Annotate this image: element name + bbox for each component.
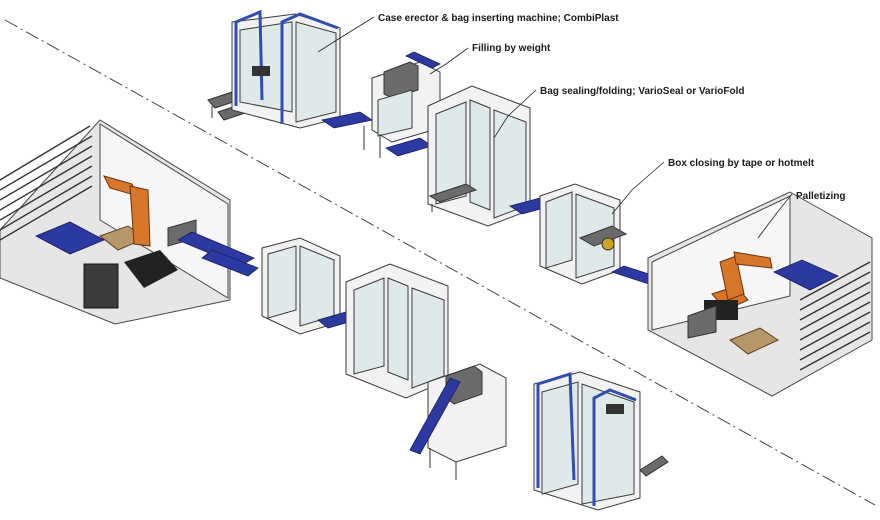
case-erector-machine	[231, 9, 341, 129]
callout-leaders	[317, 16, 793, 239]
weigh-filler	[363, 51, 441, 158]
palletizing-cell-right	[647, 191, 873, 397]
label-palletizing: Palletizing	[796, 191, 845, 202]
label-box-closing: Box closing by tape or hotmelt	[668, 158, 815, 169]
label-filling: Filling by weight	[472, 43, 551, 54]
label-bag-sealing: Bag sealing/folding; VarioSeal or VarioF…	[540, 86, 744, 97]
upper-line	[207, 9, 873, 397]
box-closer	[539, 183, 628, 285]
case-magazine-lower	[639, 455, 669, 477]
label-case-erector: Case erector & bag inserting machine; Co…	[378, 13, 619, 24]
palletizing-cell-left	[0, 119, 231, 325]
case-erector-lower	[533, 371, 641, 511]
lower-conveyor-2	[201, 249, 259, 277]
lower-line	[177, 231, 669, 511]
separator-line	[4, 19, 876, 506]
bag-sealing-lower	[345, 263, 449, 399]
box-closer-lower	[261, 237, 341, 335]
weigh-filler-lower	[409, 363, 507, 480]
